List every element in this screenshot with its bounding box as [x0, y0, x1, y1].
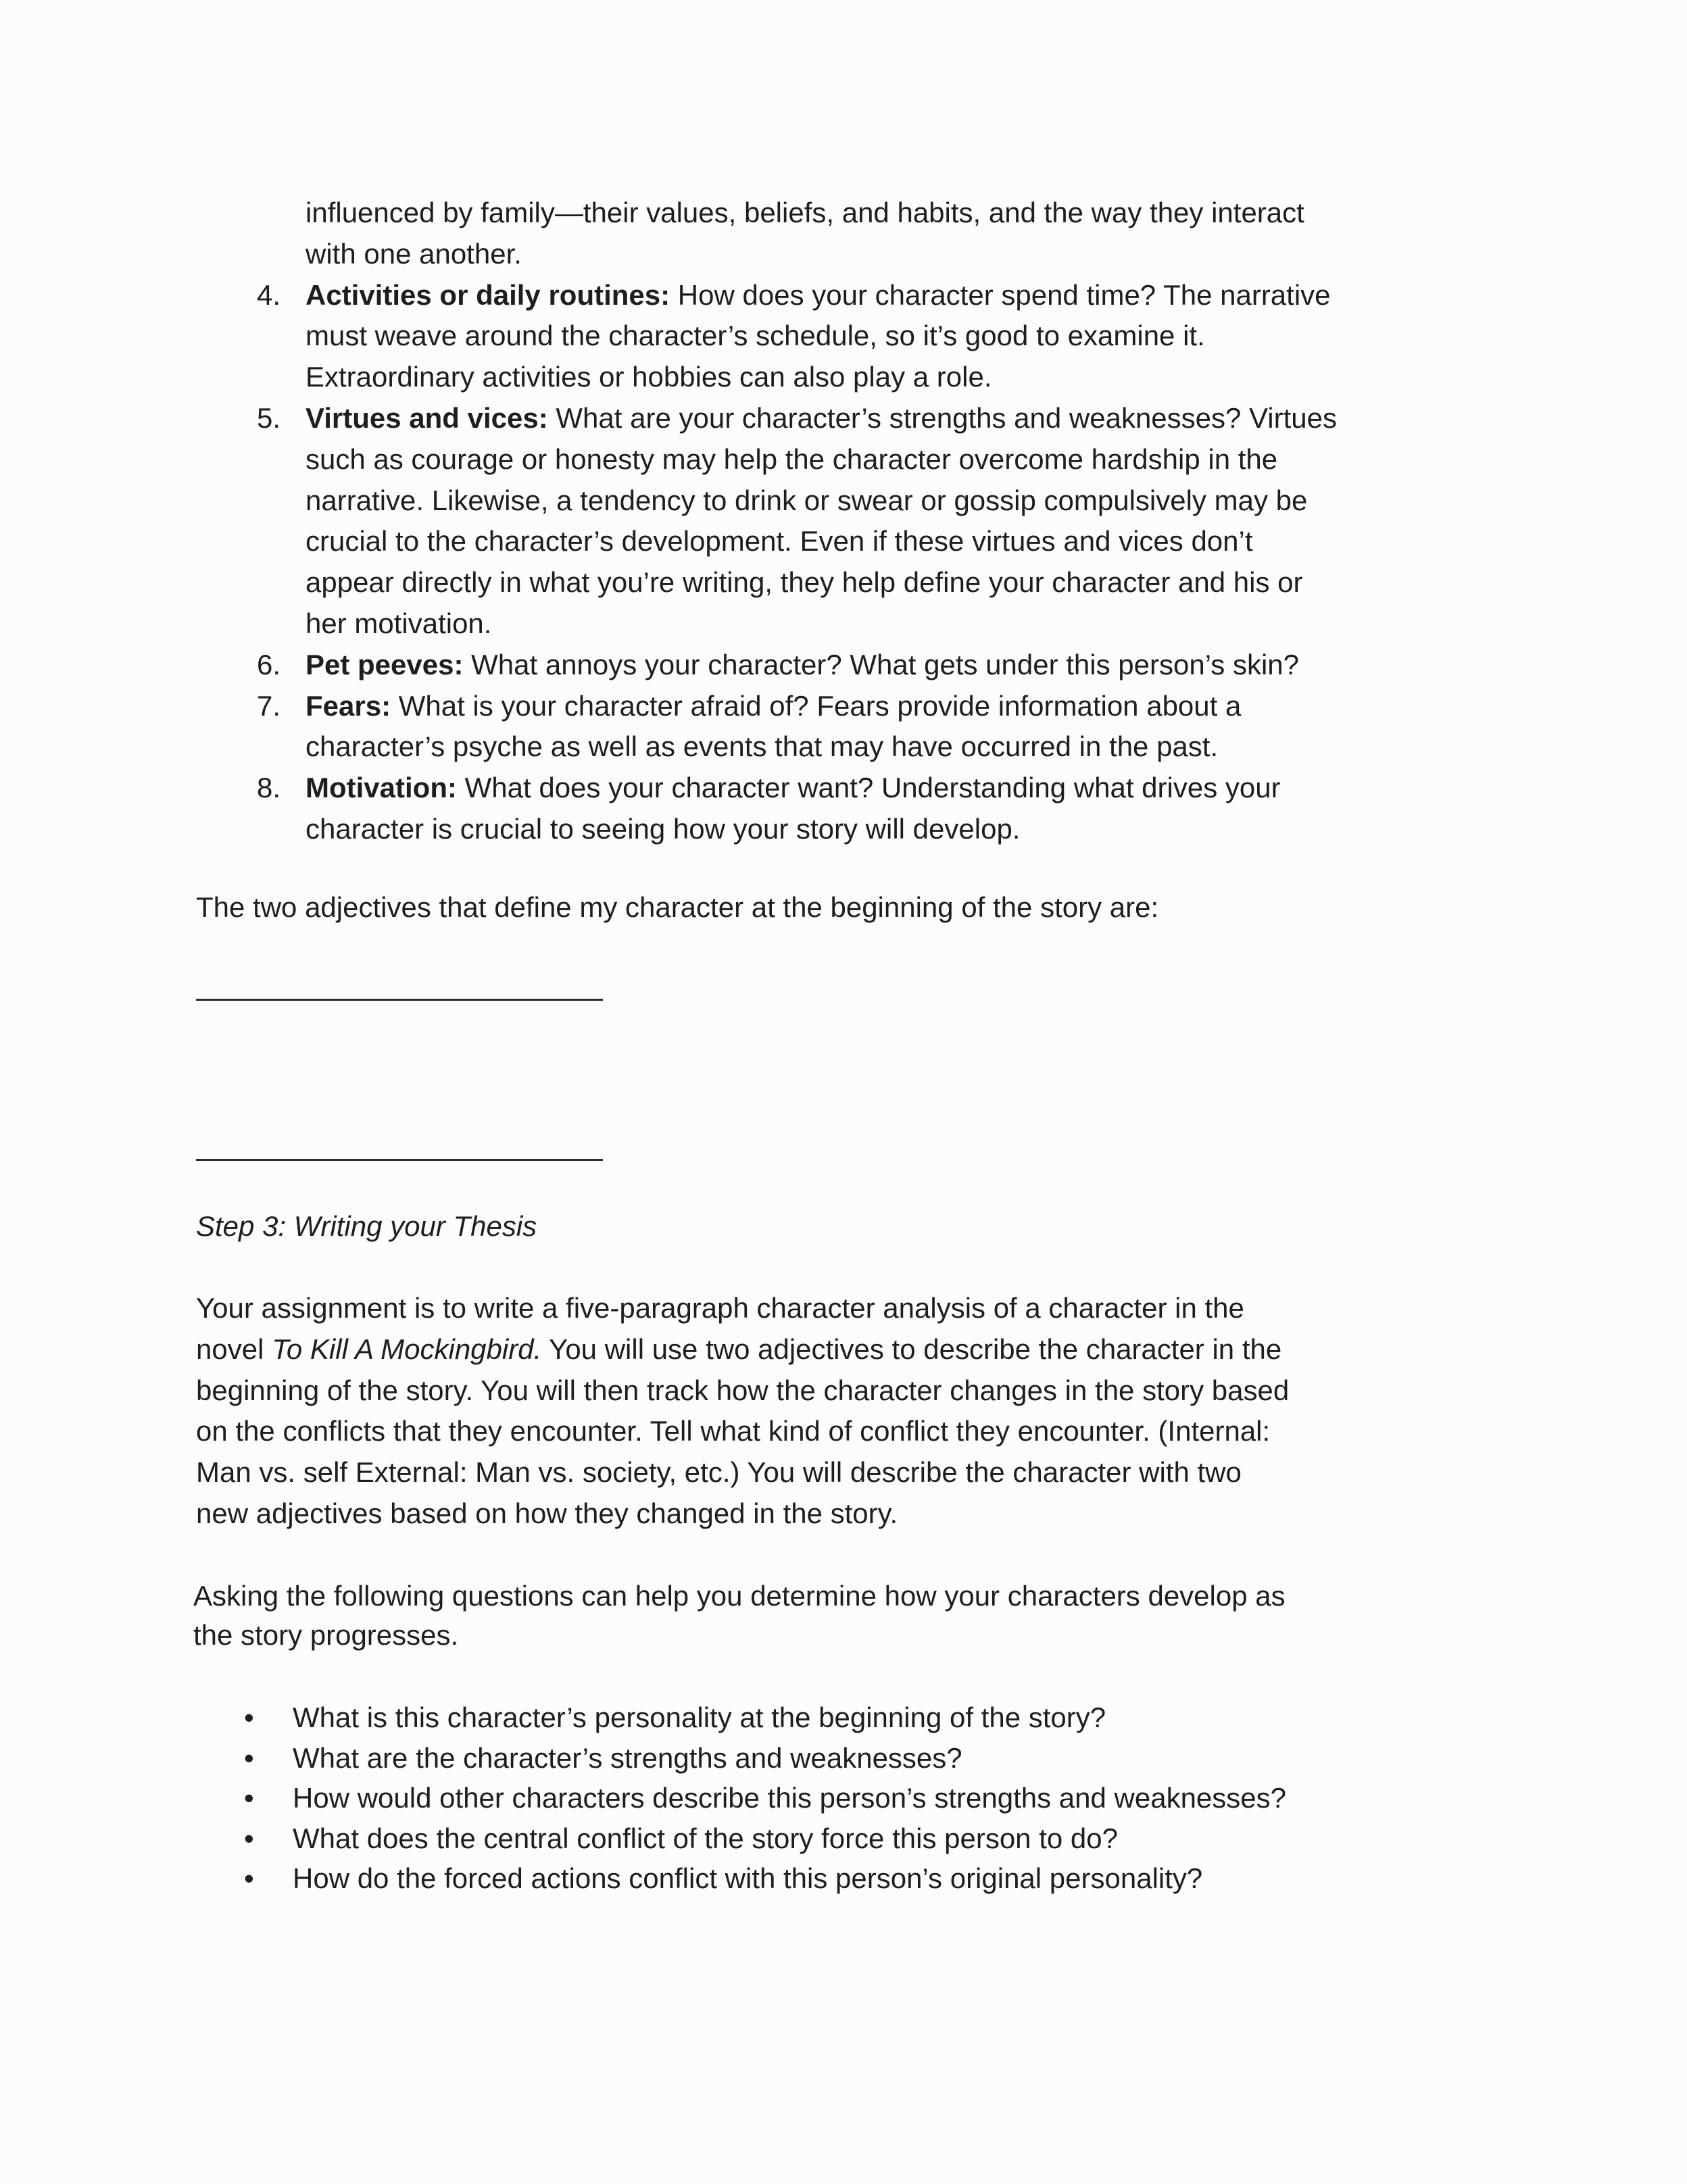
novel-title: To Kill A Mockingbird.: [272, 1333, 542, 1365]
item-text: with one another.: [305, 237, 522, 270]
answer-line-1[interactable]: [196, 999, 603, 1001]
question-item: • What does the central conflict of the s…: [244, 1818, 1286, 1859]
item-text: How does your character spend time? The …: [670, 278, 1331, 311]
step3-heading: Step 3: Writing your Thesis: [196, 1210, 537, 1242]
list-item-line: 6. Pet peeves: What annoys your character…: [257, 645, 1337, 686]
asking-paragraph: Asking the following questions can help …: [193, 1577, 1286, 1655]
bullet-icon: •: [244, 1702, 254, 1733]
item-text: Extraordinary activities or hobbies can …: [305, 361, 992, 393]
bullet-icon: •: [244, 1782, 254, 1814]
question-item: • What is this character’s personality at…: [244, 1697, 1286, 1738]
bullet-icon: •: [244, 1822, 254, 1854]
item-number: 5.: [257, 401, 281, 434]
adjectives-prompt: The two adjectives that define my charac…: [196, 891, 1159, 923]
item-text: What is your character afraid of? Fears …: [391, 689, 1242, 722]
paragraph-line: new adjectives based on how they changed…: [196, 1497, 898, 1529]
item-text: narrative. Likewise, a tendency to drink…: [305, 484, 1308, 516]
question-text: How would other characters describe this…: [293, 1782, 1286, 1814]
answer-line-2[interactable]: [196, 1159, 603, 1161]
item-text: must weave around the character’s schedu…: [305, 320, 1205, 352]
item-text: character’s psyche as well as events tha…: [305, 730, 1219, 763]
list-item-line: narrative. Likewise, a tendency to drink…: [305, 480, 1337, 522]
list-item-line: influenced by family—their values, belie…: [305, 193, 1337, 234]
item-text: What are your character’s strengths and …: [547, 401, 1337, 434]
question-text: What are the character’s strengths and w…: [293, 1741, 962, 1774]
item-text: appear directly in what you’re writing, …: [305, 566, 1303, 599]
text: You will use two adjectives to describe …: [541, 1333, 1282, 1365]
item-label: Virtues and vices:: [305, 401, 548, 434]
item-text: What annoys your character? What gets un…: [463, 648, 1299, 680]
paragraph-line: Asking the following questions can help …: [193, 1580, 1286, 1612]
item-label: Pet peeves:: [305, 648, 464, 680]
list-item-line: 7. Fears: What is your character afraid o…: [257, 686, 1337, 727]
text: novel: [196, 1333, 272, 1365]
paragraph-line: Your assignment is to write a five-parag…: [196, 1292, 1244, 1324]
list-item-line: her motivation.: [305, 603, 1337, 645]
paragraph-line: novel To Kill A Mockingbird. You will us…: [196, 1329, 1289, 1370]
question-list: • What is this character’s personality at…: [244, 1697, 1286, 1899]
item-number: 6.: [257, 648, 281, 680]
list-item-line: character is crucial to seeing how your …: [305, 809, 1337, 850]
item-text: such as courage or honesty may help the …: [305, 443, 1278, 475]
list-item-line: character’s psyche as well as events tha…: [305, 726, 1337, 768]
question-item: • How would other characters describe thi…: [244, 1778, 1286, 1818]
item-label: Motivation:: [305, 772, 457, 804]
list-item-line: appear directly in what you’re writing, …: [305, 562, 1337, 603]
question-item: • How do the forced actions conflict with…: [244, 1858, 1286, 1899]
question-item: • What are the character’s strengths and …: [244, 1738, 1286, 1779]
item-label: Activities or daily routines:: [305, 278, 670, 311]
character-traits-list: influenced by family—their values, belie…: [257, 193, 1337, 850]
list-item-line: Extraordinary activities or hobbies can …: [305, 357, 1337, 398]
item-text: influenced by family—their values, belie…: [305, 197, 1304, 228]
list-item-line: must weave around the character’s schedu…: [305, 316, 1337, 357]
bullet-icon: •: [244, 1741, 254, 1774]
list-item-line: crucial to the character’s development. …: [305, 521, 1337, 562]
question-text: What does the central conflict of the st…: [293, 1822, 1118, 1854]
paragraph-line: on the conflicts that they encounter. Te…: [196, 1415, 1271, 1447]
item-number: 4.: [257, 278, 281, 311]
item-text: crucial to the character’s development. …: [305, 525, 1253, 557]
item-text: What does your character want? Understan…: [456, 772, 1281, 804]
paragraph-line: the story progresses.: [193, 1619, 459, 1651]
list-item-line: with one another.: [305, 234, 1337, 275]
assignment-paragraph: Your assignment is to write a five-parag…: [196, 1288, 1289, 1535]
list-item-line: 8. Motivation: What does your character w…: [257, 768, 1337, 809]
item-number: 8.: [257, 772, 281, 804]
question-text: What is this character’s personality at …: [293, 1702, 1106, 1733]
item-text: her motivation.: [305, 607, 492, 639]
paragraph-line: beginning of the story. You will then tr…: [196, 1374, 1290, 1406]
list-item-line: such as courage or honesty may help the …: [305, 439, 1337, 480]
item-text: character is crucial to seeing how your …: [305, 812, 1021, 845]
item-label: Fears:: [305, 689, 391, 722]
list-item-line: 5. Virtues and vices: What are your chara…: [257, 398, 1337, 439]
list-item-line: 4. Activities or daily routines: How does…: [257, 275, 1337, 316]
question-text: How do the forced actions conflict with …: [293, 1862, 1203, 1894]
item-number: 7.: [257, 689, 281, 722]
bullet-icon: •: [244, 1862, 254, 1894]
paragraph-line: Man vs. self External: Man vs. society, …: [196, 1456, 1242, 1489]
